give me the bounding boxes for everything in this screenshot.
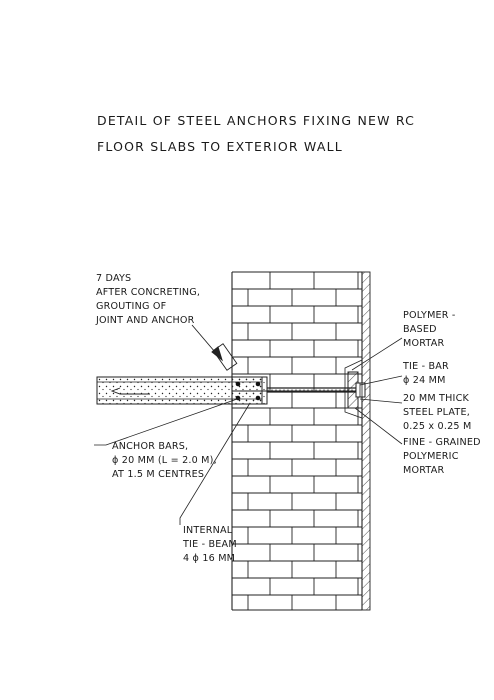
svg-text:ANCHOR BARS,: ANCHOR BARS, xyxy=(112,441,188,452)
anchor-bar xyxy=(267,387,356,393)
svg-text:AT 1.5 M CENTRES: AT 1.5 M CENTRES xyxy=(112,469,204,480)
svg-text:MORTAR: MORTAR xyxy=(403,465,444,476)
svg-text:ϕ 20 MM (L = 2.0 M),: ϕ 20 MM (L = 2.0 M), xyxy=(112,455,217,466)
svg-text:POLYMERIC: POLYMERIC xyxy=(403,451,459,462)
leader-tie-bar xyxy=(359,375,403,386)
label-grouting: 7 DAYS AFTER CONCRETING, GROUTING OF JOI… xyxy=(95,273,200,326)
label-tie-bar: TIE - BAR ϕ 24 MM xyxy=(402,361,449,386)
leader-anchor-bars xyxy=(94,397,241,446)
svg-text:0.25 x 0.25 M: 0.25 x 0.25 M xyxy=(403,421,471,432)
label-fine-mortar: FINE - GRAINED POLYMERIC MORTAR xyxy=(403,437,481,476)
svg-text:GROUTING OF: GROUTING OF xyxy=(96,301,166,312)
label-steel-plate: 20 MM THICK STEEL PLATE, 0.25 x 0.25 M xyxy=(403,393,471,432)
label-anchor-bars: ANCHOR BARS, ϕ 20 MM (L = 2.0 M), AT 1.5… xyxy=(112,441,217,480)
mortar-pocket xyxy=(344,359,363,419)
internal-tie-beam xyxy=(231,376,268,405)
svg-text:INTERNAL: INTERNAL xyxy=(183,525,233,536)
svg-text:7 DAYS: 7 DAYS xyxy=(96,273,131,284)
label-internal-tie-beam: INTERNAL TIE - BEAM 4 ϕ 16 MM xyxy=(182,525,237,564)
grouting-arrow xyxy=(191,324,238,371)
svg-text:STEEL PLATE,: STEEL PLATE, xyxy=(403,407,470,418)
svg-text:20 MM THICK: 20 MM THICK xyxy=(403,393,469,404)
leader-internal-tie-beam xyxy=(179,402,251,525)
svg-text:TIE - BEAM: TIE - BEAM xyxy=(182,539,237,550)
leader-fine-mortar xyxy=(354,407,403,445)
svg-text:POLYMER -: POLYMER - xyxy=(403,310,456,321)
svg-text:FINE - GRAINED: FINE - GRAINED xyxy=(403,437,481,448)
svg-text:AFTER CONCRETING,: AFTER CONCRETING, xyxy=(96,287,200,298)
label-polymer-mortar: POLYMER - BASED MORTAR xyxy=(403,310,456,349)
brick-wall xyxy=(231,271,363,611)
steel-plate xyxy=(347,371,366,409)
svg-text:4 ϕ 16 MM: 4 ϕ 16 MM xyxy=(183,553,235,564)
exterior-render-layer xyxy=(361,271,371,611)
svg-text:TIE - BAR: TIE - BAR xyxy=(402,361,449,372)
svg-text:JOINT AND ANCHOR: JOINT AND ANCHOR xyxy=(95,315,195,326)
title-line-2: FLOOR SLABS TO EXTERIOR WALL xyxy=(97,139,343,154)
svg-text:MORTAR: MORTAR xyxy=(403,338,444,349)
leader-polymer-mortar xyxy=(351,337,403,371)
leader-steel-plate xyxy=(359,398,403,404)
title-line-1: DETAIL OF STEEL ANCHORS FIXING NEW RC xyxy=(97,113,415,128)
svg-text:ϕ 24 MM: ϕ 24 MM xyxy=(403,375,446,386)
svg-text:BASED: BASED xyxy=(403,324,437,335)
